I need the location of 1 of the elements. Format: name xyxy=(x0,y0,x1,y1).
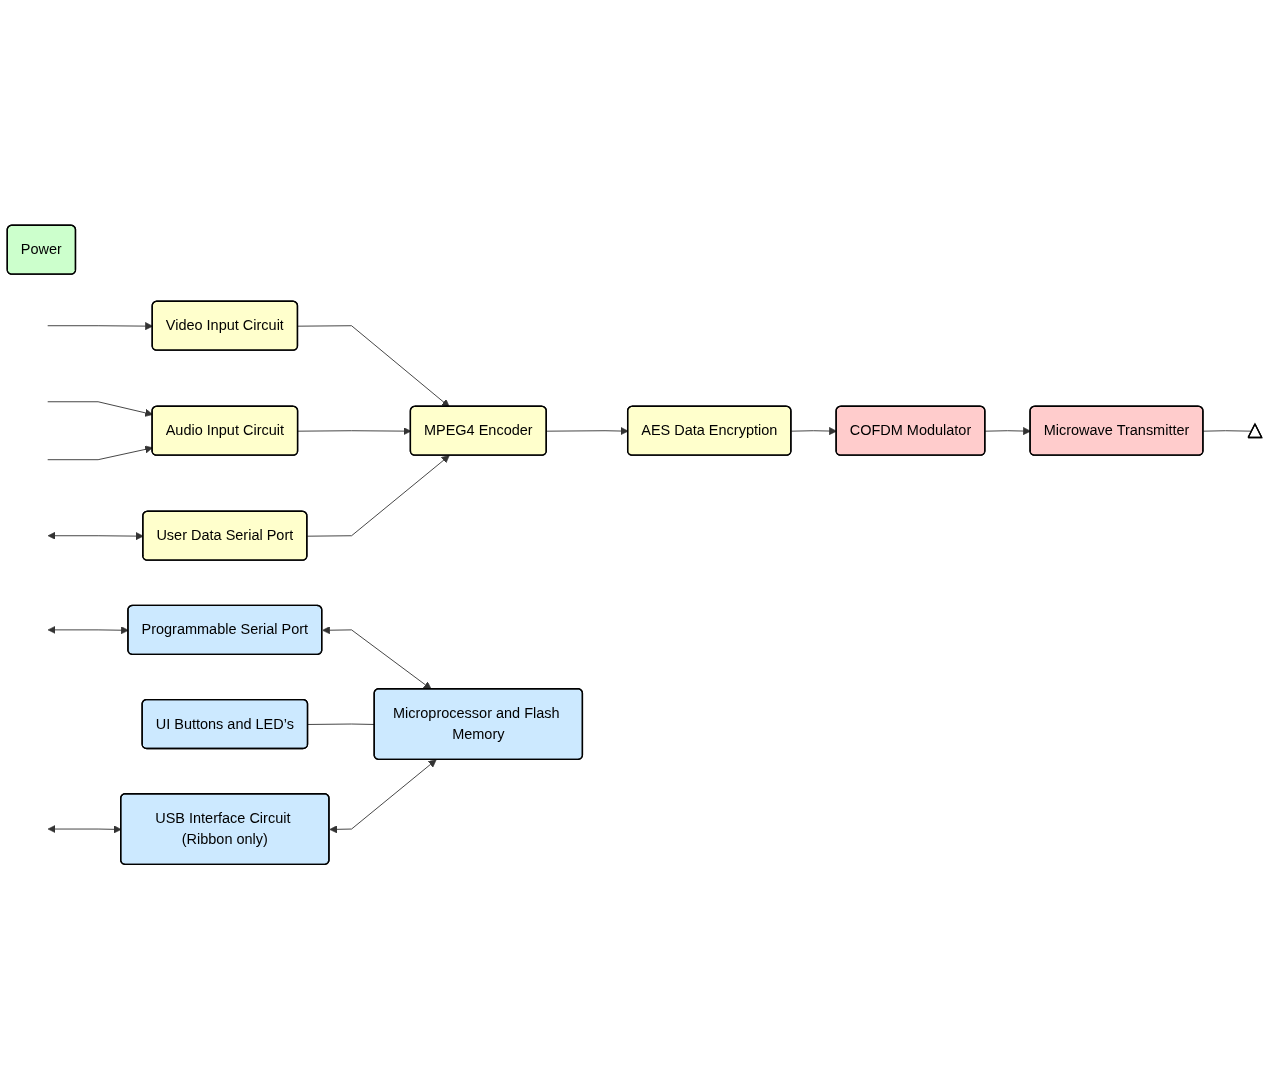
connector xyxy=(1202,430,1253,432)
